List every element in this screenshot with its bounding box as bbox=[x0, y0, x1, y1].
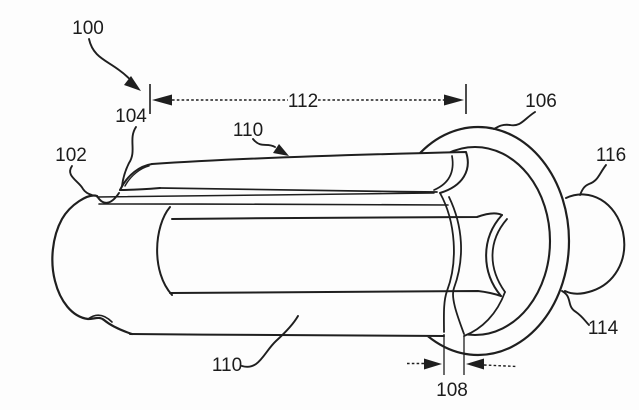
leader-102 bbox=[69, 165, 93, 196]
dim112-right-arrowhead bbox=[444, 94, 464, 106]
ref-label-108: 108 bbox=[436, 380, 468, 401]
ref-label-102: 102 bbox=[55, 145, 87, 166]
dim108-right-tail bbox=[483, 364, 518, 368]
bottom-strip-edge bbox=[129, 333, 445, 337]
leader-116 bbox=[579, 164, 607, 196]
end-crescent-to-band bbox=[463, 291, 506, 337]
ref-label-110-bottom: 110 bbox=[212, 355, 242, 376]
ref-label-112: 112 bbox=[288, 91, 318, 112]
core-bottom-edge bbox=[169, 290, 502, 297]
leader-106 bbox=[493, 111, 536, 130]
length-dimension bbox=[149, 84, 467, 114]
knob-outline bbox=[564, 193, 626, 295]
dim112-left-arrowhead bbox=[152, 94, 172, 106]
ref-label-116: 116 bbox=[596, 145, 626, 166]
top-strip-bottom-edge bbox=[159, 187, 438, 193]
leader-110-top-arrowhead bbox=[273, 144, 289, 156]
leader-110-top bbox=[252, 138, 276, 148]
leader-100-arrowhead bbox=[124, 76, 141, 91]
ref-label-114: 114 bbox=[588, 318, 619, 339]
right-end-petal-arc-inner bbox=[448, 196, 465, 335]
ref-label-104: 104 bbox=[115, 106, 147, 127]
top-strip-claw-inner-edge bbox=[433, 155, 454, 191]
upper-petal-edge-line-2 bbox=[98, 203, 449, 206]
dim108-right-arrowhead bbox=[466, 358, 484, 370]
ref-label-100: 100 bbox=[72, 18, 104, 39]
end-crescent-outer bbox=[485, 214, 503, 297]
strip-tip-lower-edge bbox=[119, 187, 161, 191]
core-left-end-arc bbox=[156, 206, 173, 296]
outer-tube-bottom-crease bbox=[87, 314, 113, 323]
leader-104 bbox=[121, 126, 137, 187]
ref-label-110-top: 110 bbox=[233, 120, 263, 141]
core-top-edge bbox=[171, 212, 503, 220]
leader-110-bottom bbox=[241, 315, 299, 368]
strip-tip-face-line bbox=[124, 165, 150, 187]
outer-tube-top-dimple bbox=[96, 192, 120, 204]
outer-tube-outline bbox=[51, 194, 134, 336]
end-crescent-inner bbox=[491, 218, 508, 293]
leader-114 bbox=[561, 290, 590, 326]
top-strip-top-edge bbox=[151, 151, 469, 194]
upper-petal-edge-line-1 bbox=[96, 192, 435, 198]
dim108-left-arrowhead bbox=[424, 358, 442, 370]
thickness-dimension bbox=[407, 334, 518, 375]
ref-label-106: 106 bbox=[525, 91, 557, 112]
